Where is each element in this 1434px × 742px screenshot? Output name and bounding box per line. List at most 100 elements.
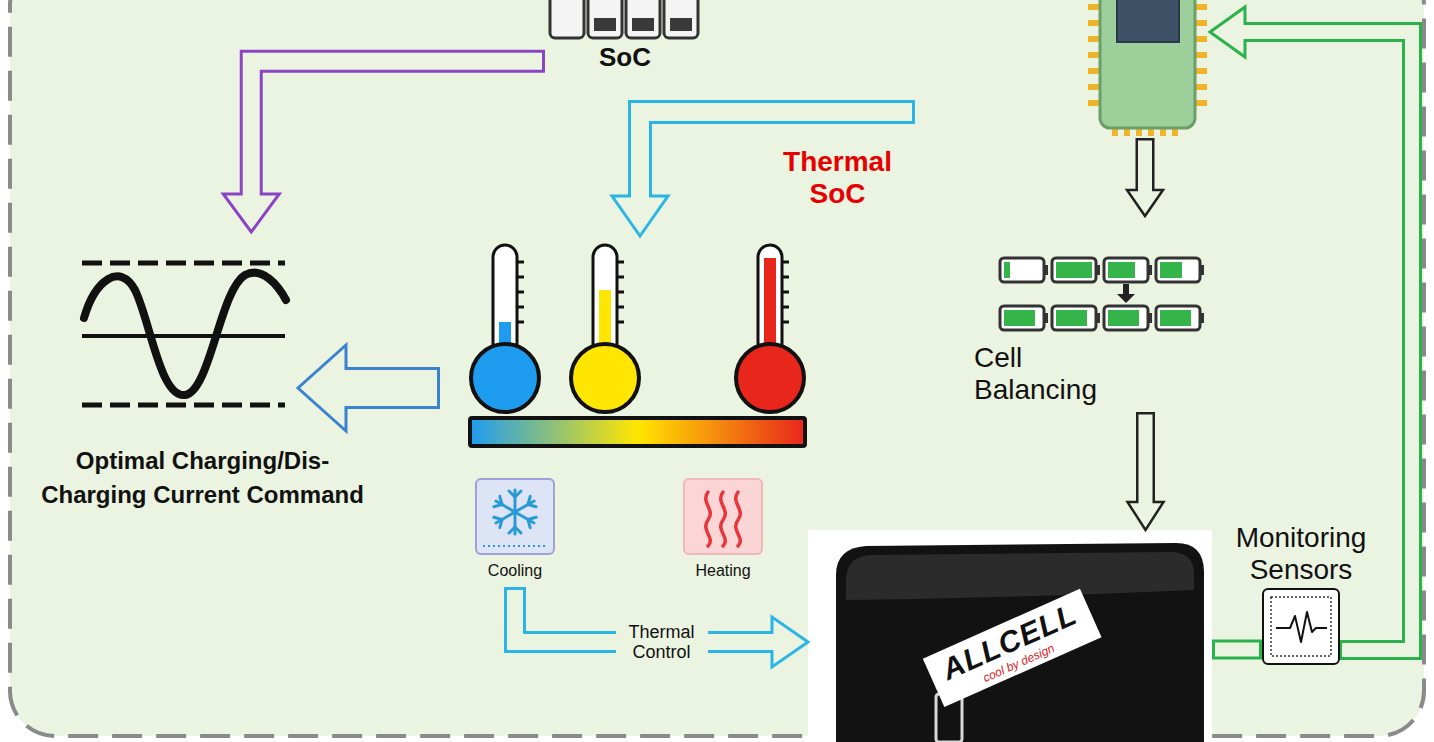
thermometer-group xyxy=(517,321,524,324)
microcontroller-chip xyxy=(1195,100,1207,106)
cell-balancing-icon xyxy=(1052,258,1096,282)
soc-battery-icon xyxy=(670,18,692,31)
cooling-icon-art xyxy=(528,502,536,510)
microcontroller-chip xyxy=(1195,68,1207,74)
microcontroller-chip xyxy=(1088,84,1100,90)
cell-balancing-icon xyxy=(1200,265,1204,275)
icon-frame xyxy=(475,478,555,555)
sensor-box: Monitoring Sensors xyxy=(1262,588,1340,665)
waveform-icon xyxy=(84,273,286,395)
thermometer-group xyxy=(617,276,624,279)
cell-balancing-icon xyxy=(1104,258,1148,282)
caption-holder: Monitoring Sensors xyxy=(1216,522,1386,590)
node-text: Optimal Charging/Dis-Charging Current Co… xyxy=(40,444,365,512)
cooling-icon-art xyxy=(493,496,518,517)
arrowhead xyxy=(1128,502,1164,530)
battery-pack: ALLCELLcool by design xyxy=(808,530,1212,742)
heating-icon-art xyxy=(683,478,763,555)
waveform-icon xyxy=(82,261,285,266)
cooling-icon-art xyxy=(514,512,517,534)
sensor-feedback-arrow xyxy=(1210,7,1412,650)
thermometer-group xyxy=(782,261,789,264)
microcontroller-chip xyxy=(1195,36,1207,42)
node-text: Monitoring Sensors xyxy=(1216,522,1386,586)
soc-battery-icon xyxy=(594,18,616,31)
thermometer-group xyxy=(471,344,539,412)
soc-battery-icon xyxy=(626,0,660,38)
thermometer-group xyxy=(736,344,804,412)
thermometer-group xyxy=(617,321,624,324)
cell-balancing-icon xyxy=(1104,306,1148,330)
cell-balancing-icon xyxy=(1148,265,1152,275)
microcontroller-chip xyxy=(1088,20,1100,26)
cell-balancing-icon xyxy=(1000,258,1204,330)
thermal-soc-arrow xyxy=(612,112,915,236)
heating-icon-art xyxy=(706,492,741,546)
connector-outline xyxy=(1212,640,1262,660)
soc-indicator: SoC xyxy=(545,0,705,72)
cooling-icon-art xyxy=(525,520,533,528)
thermal-to-current-arrow xyxy=(298,345,440,431)
cooling-icon-art xyxy=(514,490,517,512)
microcontroller-chip xyxy=(1088,68,1100,74)
node-text: Cell Balancing xyxy=(974,342,1124,406)
sensor-feedback-arrow xyxy=(1210,7,1245,57)
thermometer-group xyxy=(617,291,624,294)
thermometer-group xyxy=(517,306,524,309)
soc-battery-icon xyxy=(632,18,654,31)
connector-label-patch: Thermal Control xyxy=(616,620,708,664)
microcontroller-chip xyxy=(1100,0,1195,128)
cell-balancing-icon xyxy=(1123,284,1129,295)
sensor-icon-art xyxy=(1262,588,1340,665)
thermometer-group xyxy=(470,245,805,446)
battery-pack-art xyxy=(846,552,1194,600)
cell-balancing-icon xyxy=(1160,310,1191,326)
connector-label: Thermal Control xyxy=(622,622,702,662)
cell-balancing-icon xyxy=(1052,306,1096,330)
arrowhead xyxy=(772,617,808,667)
node-text: Cooling xyxy=(471,561,559,581)
thermometer-group xyxy=(617,306,624,309)
node-text: Heating xyxy=(681,561,765,581)
thermometer-group xyxy=(782,306,789,309)
microcontroller-chip xyxy=(1117,0,1179,42)
cooling-icon-art xyxy=(515,491,521,497)
node-text: SoC xyxy=(545,42,705,72)
cell-balancing-icon xyxy=(1108,310,1139,326)
heating-box: Heating xyxy=(681,478,765,587)
connector-outline xyxy=(251,61,545,195)
microcontroller-chip xyxy=(1088,52,1100,58)
cooling-icon-art xyxy=(475,478,555,555)
soc-battery-icon xyxy=(588,0,622,38)
waveform-icon xyxy=(82,263,286,405)
heating-icon-art xyxy=(736,492,741,546)
connector-hollow xyxy=(1215,643,1259,657)
sensor-icon-art xyxy=(1262,588,1340,665)
cell-balancing-icon xyxy=(1156,306,1200,330)
cell-balancing-icon xyxy=(1056,310,1087,326)
thermometer-group xyxy=(782,276,789,279)
heating-icon-art xyxy=(706,492,711,546)
cell-balancing-icon xyxy=(1160,262,1182,278)
cell-balancing-icon xyxy=(1044,313,1048,323)
cooling-icon-art xyxy=(494,514,502,522)
cell-balancing-icon xyxy=(1096,313,1100,323)
microcontroller-chip xyxy=(1195,20,1207,26)
icon-frame xyxy=(683,478,763,555)
cell-balancing-icon xyxy=(1004,310,1035,326)
cell-balancing-icon xyxy=(1148,313,1152,323)
thermometer-group xyxy=(782,291,789,294)
cell-balancing-icon xyxy=(1000,258,1044,282)
battery-pack-art xyxy=(808,530,1212,742)
waveform-icon xyxy=(82,403,285,408)
microcontroller-chip xyxy=(1088,0,1207,136)
cooling-icon-art xyxy=(483,545,547,547)
waveform-icon xyxy=(82,334,285,338)
arrowhead xyxy=(223,194,279,232)
thermometer-group xyxy=(517,276,524,279)
connector xyxy=(1128,412,1164,530)
battery-pack-art xyxy=(808,530,1212,742)
